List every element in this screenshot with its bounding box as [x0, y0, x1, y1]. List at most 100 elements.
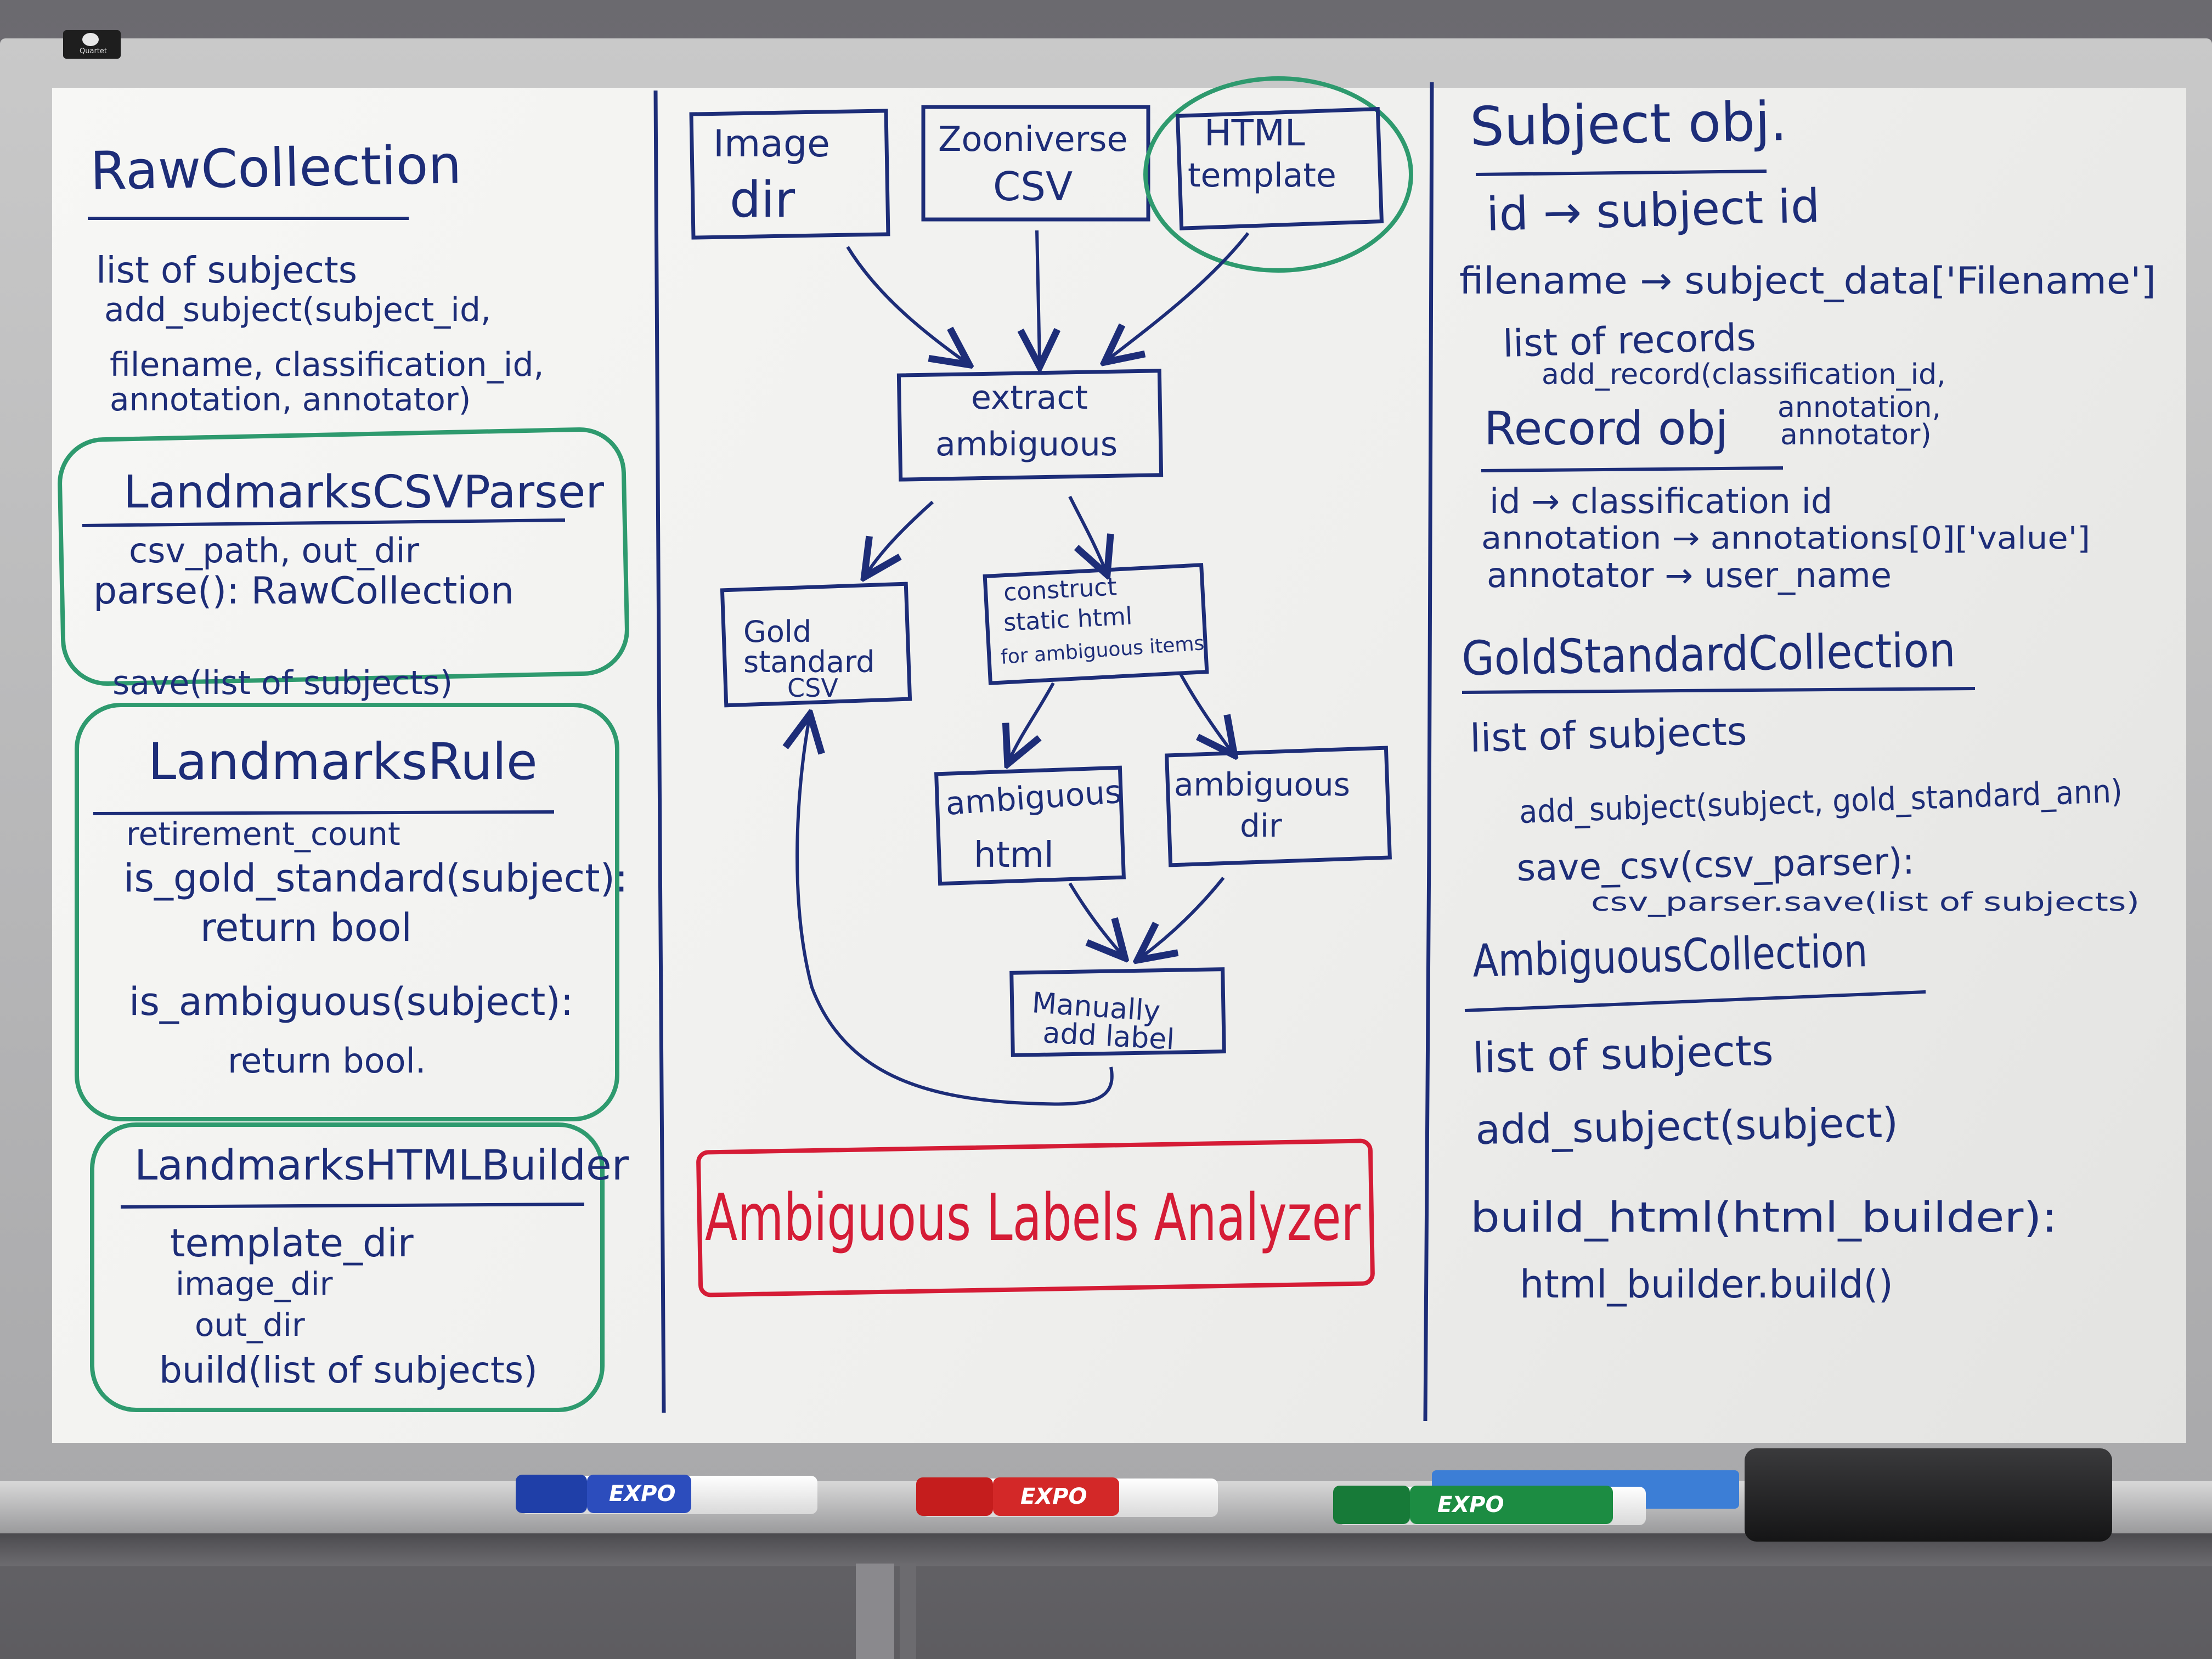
- title-box: [696, 1138, 1375, 1297]
- column-divider-right: [1423, 82, 1434, 1421]
- raw-collection-heading: RawCollection: [89, 134, 462, 202]
- raw-collection-section: RawCollection list of subjects add_subje…: [88, 134, 544, 418]
- subject-obj-section: Subject obj. id → subject id filename → …: [1459, 91, 2156, 452]
- ambiguous-dir-label: ambiguous: [1174, 766, 1350, 803]
- raw-collection-line: list of subjects: [96, 249, 357, 291]
- csv-parser-section: LandmarksCSVParser csv_path, out_dir par…: [58, 427, 629, 702]
- brand-logo-icon: [82, 33, 99, 46]
- flow-arrow: [867, 500, 934, 573]
- flow-arrow: [1108, 232, 1250, 359]
- construct-html-label: static html: [1003, 602, 1133, 637]
- whiteboard-surface: [52, 88, 2186, 1443]
- html-builder-underline: [120, 1203, 585, 1209]
- gold-standard-csv-box: [720, 582, 912, 708]
- rule-heading: LandmarksRule: [148, 732, 538, 791]
- zooniverse-csv-label: Zooniverse: [938, 119, 1128, 159]
- flow-arrow: [1068, 882, 1122, 955]
- flow-arrow: [1141, 877, 1225, 957]
- csv-parser-line: save(list of subjects): [112, 664, 453, 702]
- flow-arrow: [1178, 671, 1232, 752]
- ambiguous-collection-section: AmbiguousCollection list of subjects add…: [1464, 925, 2057, 1307]
- brand-logo-text: Quartet: [80, 47, 107, 55]
- html-template-label: HTML: [1204, 112, 1305, 154]
- html-template-box: [1175, 106, 1384, 230]
- ambiguous-collection-underline: [1464, 990, 1926, 1012]
- column-divider-left: [653, 90, 666, 1413]
- gold-standard-csv-label: Gold: [743, 614, 811, 649]
- green-marker-brand: EXPO: [1437, 1492, 1504, 1517]
- flow-arrow: [1068, 495, 1105, 571]
- subject-obj-line: id → subject id: [1486, 179, 1821, 241]
- wall-bracket-edge: [900, 1564, 916, 1659]
- ambiguous-collection-line: html_builder.build(): [1520, 1262, 1893, 1307]
- gold-standard-collection-line: csv_parser.save(list of subjects): [1591, 887, 2140, 917]
- title-section: Ambiguous Labels Analyzer: [696, 1138, 1375, 1297]
- raw-collection-line: annotation, annotator): [110, 381, 471, 418]
- extract-ambiguous-label: ambiguous: [935, 425, 1118, 464]
- subject-obj-heading: Subject obj.: [1469, 91, 1787, 159]
- flow-arrow: [1009, 682, 1055, 760]
- html-template-label: template: [1188, 156, 1336, 195]
- page-title: Ambiguous Labels Analyzer: [705, 1180, 1361, 1255]
- csv-parser-line: parse(): RawCollection: [93, 569, 514, 613]
- wall-bracket: [856, 1564, 894, 1659]
- html-builder-line: build(list of subjects): [159, 1349, 538, 1391]
- html-builder-outline: [90, 1122, 605, 1412]
- ambiguous-collection-line: list of subjects: [1472, 1026, 1774, 1082]
- subject-obj-underline: [1475, 170, 1767, 176]
- image-dir-label: dir: [730, 171, 795, 229]
- flow-diagram: Image dir Zooniverse CSV HTML template e…: [689, 76, 1413, 1106]
- html-builder-line: image_dir: [176, 1265, 333, 1302]
- ambiguous-html-box: [934, 765, 1126, 886]
- flow-arrow: [846, 246, 966, 362]
- construct-html-label: for ambiguous items: [1000, 632, 1205, 669]
- html-template-highlight: [1143, 76, 1413, 273]
- red-marker-brand: EXPO: [1020, 1484, 1087, 1509]
- record-obj-line: annotator → user_name: [1487, 555, 1892, 595]
- flow-arrow: [1037, 230, 1040, 362]
- green-marker-label: [1410, 1486, 1613, 1524]
- record-obj-line: id → classification id: [1489, 481, 1832, 521]
- red-marker-label: [993, 1477, 1119, 1516]
- html-builder-heading: LandmarksHTMLBuilder: [134, 1141, 629, 1189]
- gold-standard-collection-line: list of subjects: [1469, 709, 1747, 761]
- image-dir-label: Image: [713, 122, 830, 166]
- raw-collection-line: filename, classification_id,: [110, 346, 544, 384]
- rule-underline: [93, 810, 555, 815]
- zooniverse-csv-label: CSV: [993, 163, 1073, 210]
- subject-obj-line: list of records: [1502, 316, 1756, 366]
- record-obj-heading: Record obj: [1484, 402, 1728, 455]
- csv-parser-line: csv_path, out_dir: [129, 531, 420, 571]
- ambiguous-collection-line: build_html(html_builder):: [1470, 1193, 2057, 1242]
- manually-add-label-box: [1009, 967, 1226, 1057]
- csv-parser-underline: [82, 518, 566, 527]
- manually-add-label-label: add label: [1042, 1017, 1175, 1056]
- green-marker-cap: [1333, 1486, 1410, 1524]
- gold-standard-collection-heading: GoldStandardCollection: [1462, 623, 1956, 686]
- ambiguous-html-label: html: [974, 835, 1054, 876]
- whiteboard-eraser: [1745, 1448, 2112, 1542]
- csv-parser-outline: [58, 427, 629, 686]
- rule-line: is_gold_standard(subject):: [123, 856, 628, 901]
- image-dir-box: [689, 109, 890, 240]
- extract-ambiguous-box: [896, 369, 1164, 482]
- blue-marker-label: [587, 1475, 691, 1513]
- extract-ambiguous-label: extract: [971, 379, 1088, 417]
- record-obj-line: annotation → annotations[0]['value']: [1481, 521, 2090, 556]
- csv-parser-heading: LandmarksCSVParser: [123, 466, 604, 518]
- html-builder-line: template_dir: [170, 1221, 414, 1266]
- rule-outline: [75, 703, 619, 1121]
- blue-marker-cap: [516, 1475, 587, 1513]
- rule-line: retirement_count: [126, 815, 400, 853]
- subject-obj-line: add_record(classification_id,: [1542, 358, 1946, 391]
- subject-obj-line: annotation,: [1778, 391, 1941, 424]
- ambiguous-dir-label: dir: [1240, 807, 1282, 844]
- gold-standard-collection-line: add_subject(subject, gold_standard_ann): [1519, 772, 2123, 831]
- rule-line: return bool: [200, 905, 412, 950]
- rule-line: is_ambiguous(subject):: [129, 979, 573, 1024]
- red-marker-cap: [916, 1477, 993, 1516]
- subject-obj-line: filename → subject_data['Filename']: [1459, 259, 2156, 303]
- gold-standard-csv-label: CSV: [787, 673, 838, 703]
- gold-standard-collection-underline: [1462, 687, 1976, 694]
- gold-standard-csv-label: standard: [743, 645, 875, 679]
